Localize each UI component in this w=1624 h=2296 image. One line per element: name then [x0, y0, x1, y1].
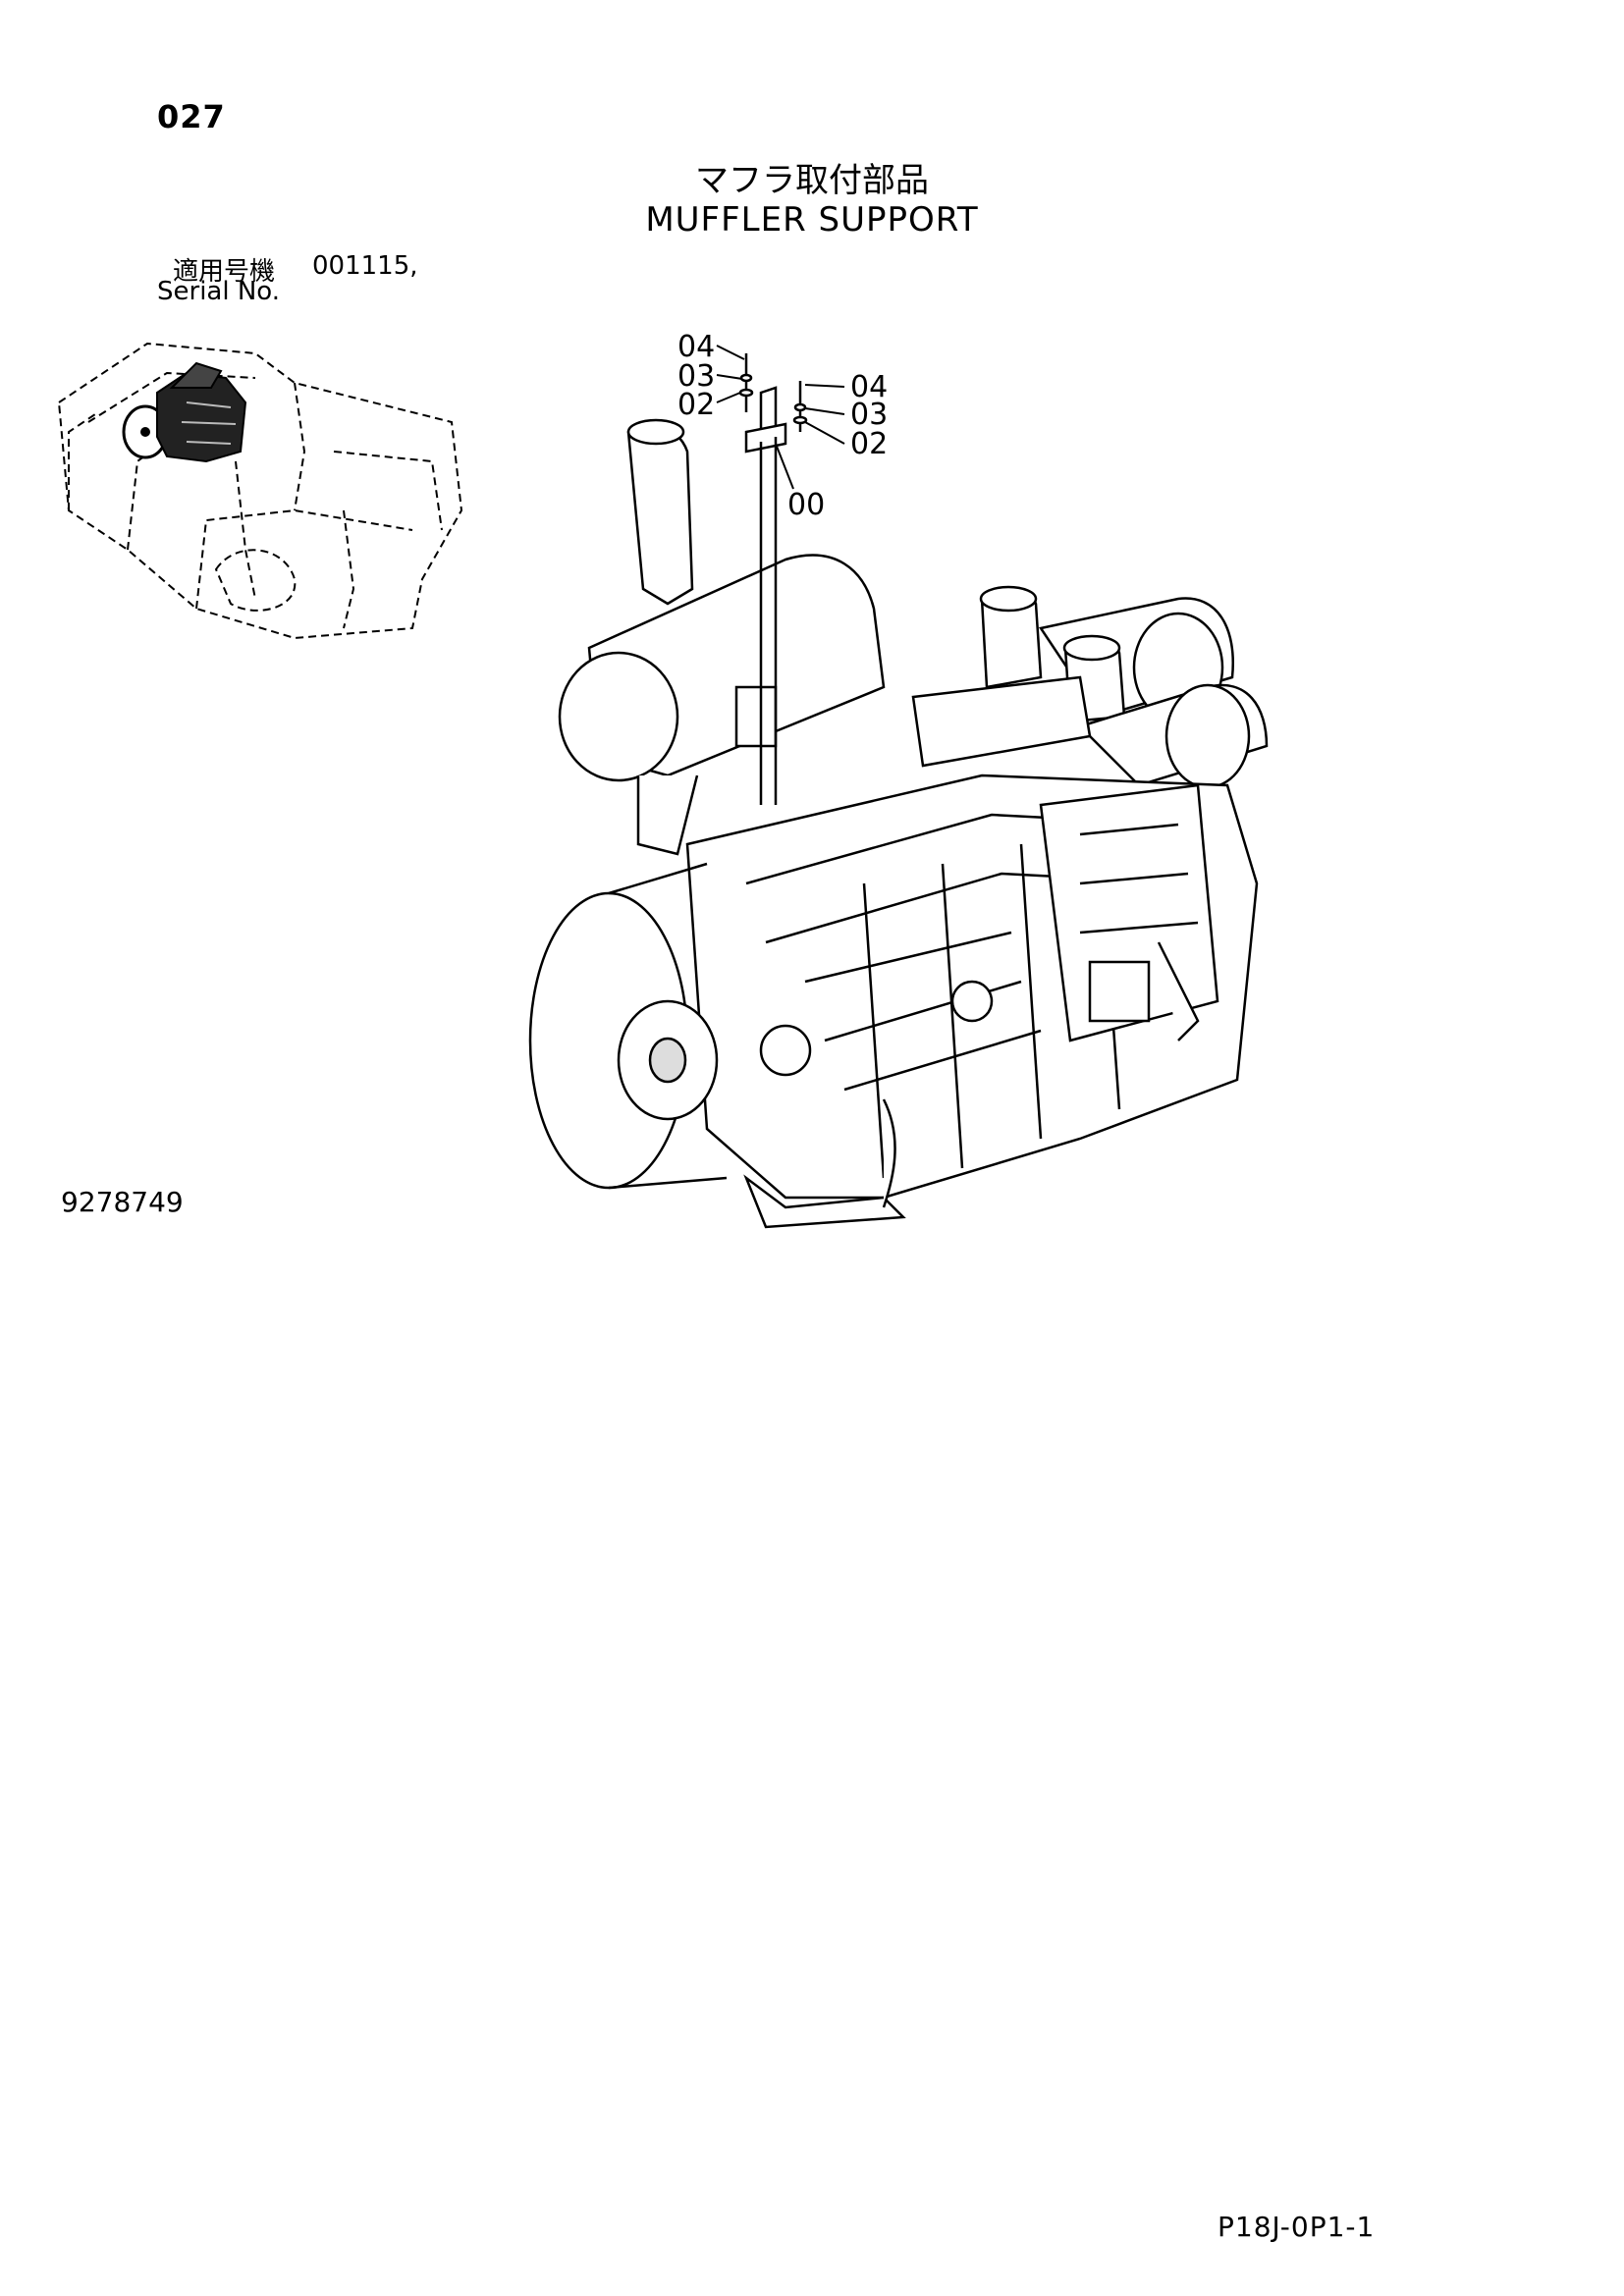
label-right-03: 03: [850, 398, 888, 432]
title-english: MUFFLER SUPPORT: [645, 200, 979, 240]
label-right-02: 02: [850, 427, 888, 461]
serial-number-value: 001115,: [312, 251, 418, 281]
drawing-number: 9278749: [61, 1186, 184, 1218]
serial-label-japanese: 適用号機: [173, 257, 276, 287]
serial-label-english: Serial No.: [157, 277, 280, 306]
page-number: 027: [157, 98, 226, 135]
label-left-02: 02: [677, 388, 715, 422]
label-right-04: 04: [850, 370, 888, 404]
label-left-03: 03: [677, 359, 715, 394]
reference-code: P18J-0P1-1: [1218, 2211, 1376, 2243]
label-left-04: 04: [677, 330, 715, 364]
label-bracket-00: 00: [787, 488, 825, 522]
title-japanese: マフラ取付部品: [695, 161, 929, 200]
